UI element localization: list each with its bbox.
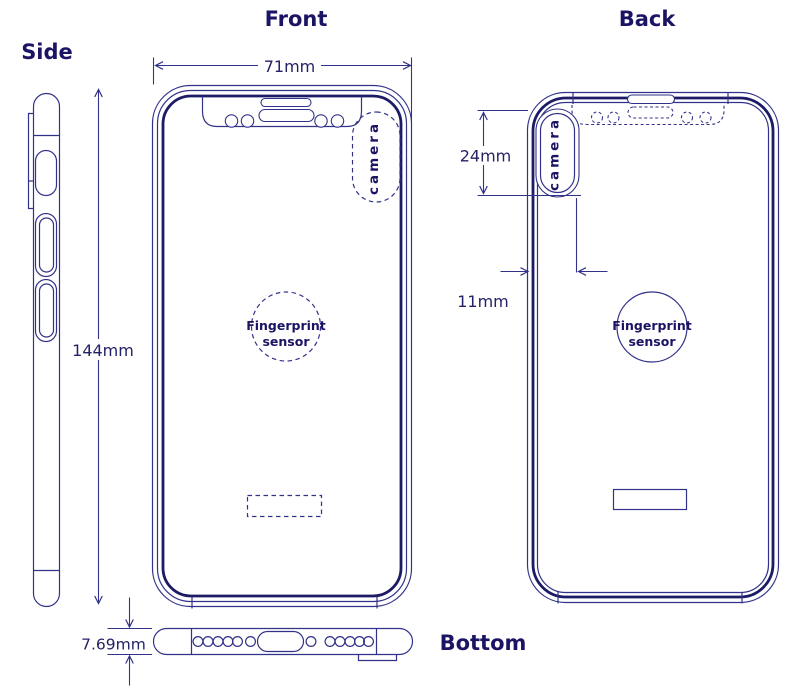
side-buttons xyxy=(34,149,58,343)
back-top-slot xyxy=(626,94,676,105)
back-camera-label: camera xyxy=(547,117,563,191)
back-fingerprint-label-line1: Fingerprint xyxy=(612,318,692,333)
volume-up-button xyxy=(34,212,58,278)
earpiece-top-slot xyxy=(260,97,312,108)
back-view: camera Fingerprint sensor xyxy=(526,91,780,604)
front-notch xyxy=(201,96,363,128)
power-button xyxy=(34,149,58,197)
side-camera-bump xyxy=(27,112,34,210)
back-notch-showthrough xyxy=(571,105,725,126)
label-plate xyxy=(69,339,137,360)
label-plate xyxy=(258,55,321,76)
front-fingerprint-label-line1: Fingerprint xyxy=(246,318,326,333)
front-camera-region xyxy=(351,111,401,203)
charging-port xyxy=(256,630,305,653)
front-fingerprint-region xyxy=(250,291,322,362)
front-fingerprint-label-line2: sensor xyxy=(262,334,310,349)
dimension-device-height: 144mm xyxy=(69,88,137,605)
mic-hole-left xyxy=(245,635,257,647)
volume-up-button-cap xyxy=(38,217,55,273)
back-fingerprint-label-line2: sensor xyxy=(628,334,676,349)
back-label-plate xyxy=(612,488,688,511)
back-camera-module: camera xyxy=(535,108,580,198)
mic-hole-right xyxy=(305,635,317,647)
back-fingerprint-sensor xyxy=(616,291,688,363)
volume-down-button xyxy=(34,278,58,343)
bottom-view-title: Bottom xyxy=(440,631,527,655)
dimension-device-width: 71mm xyxy=(152,55,413,121)
front-sensor-dots xyxy=(224,114,345,128)
antenna-bracket xyxy=(357,655,398,662)
bottom-view xyxy=(152,627,414,662)
front-view-title: Front xyxy=(265,7,328,31)
front-camera-label: camera xyxy=(366,121,382,195)
label-plate xyxy=(460,146,511,165)
front-body xyxy=(151,84,413,609)
volume-down-button-cap xyxy=(38,283,55,338)
dimension-camera-offset: 11mm xyxy=(457,198,608,311)
device-height-label: 144mm xyxy=(72,341,134,360)
side-view-title: Side xyxy=(21,40,73,64)
device-width-label: 71mm xyxy=(264,57,316,76)
camera-offset-label: 11mm xyxy=(457,292,509,311)
dimension-device-thickness: 7.69mm xyxy=(81,597,152,686)
bottom-body xyxy=(152,627,414,656)
front-view: camera Fingerprint sensor xyxy=(151,84,413,609)
bottom-speaker-holes-left xyxy=(192,635,244,647)
front-label-showthrough xyxy=(246,494,323,518)
side-view xyxy=(27,92,61,608)
back-view-title: Back xyxy=(619,7,677,31)
device-thickness-label: 7.69mm xyxy=(81,636,146,654)
dimension-camera-height: 24mm xyxy=(460,109,581,197)
bottom-speaker-holes-right xyxy=(324,635,375,647)
camera-height-label: 24mm xyxy=(460,147,512,166)
side-body xyxy=(32,92,61,608)
earpiece-speaker-slot xyxy=(258,108,315,123)
